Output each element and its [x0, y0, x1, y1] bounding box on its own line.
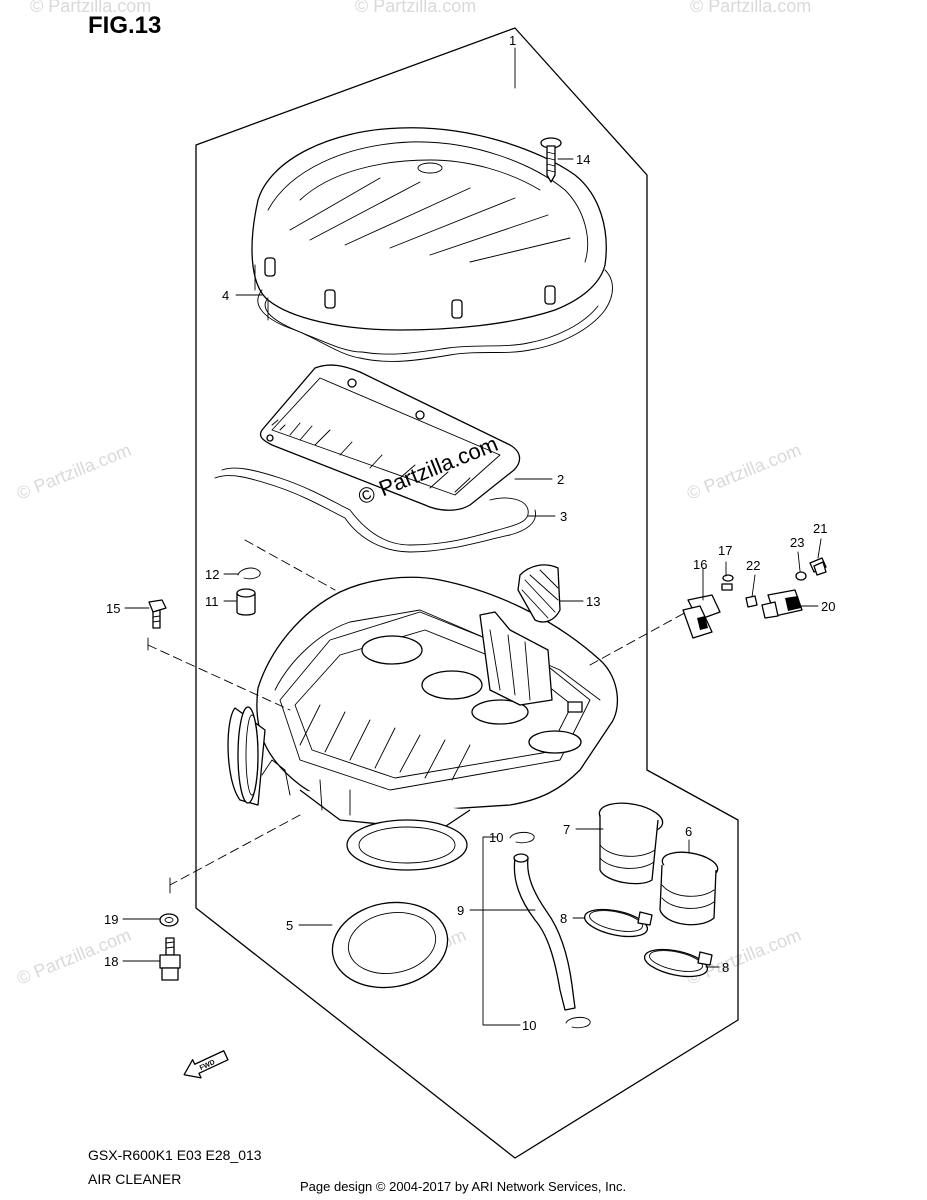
watermark: © Partzilla.com — [690, 0, 811, 16]
callout-11: 11 — [205, 594, 219, 609]
callout-leaders — [122, 158, 822, 968]
sensor-18 — [159, 937, 181, 981]
callout-3: 3 — [560, 509, 567, 524]
air-cleaner-cover — [251, 127, 607, 331]
pad-13 — [517, 564, 561, 623]
assembly-frame — [195, 27, 739, 1159]
callout-6: 6 — [685, 824, 692, 839]
watermark: © Partzilla.com — [14, 440, 134, 504]
air-cleaner-case — [227, 576, 619, 871]
callout-17: 17 — [718, 543, 732, 558]
watermark: © Partzilla.com — [355, 0, 476, 16]
ring-5 — [331, 901, 449, 989]
callout-15: 15 — [106, 601, 120, 616]
sensor-20 — [761, 589, 803, 619]
callout-5: 5 — [286, 918, 293, 933]
reference-lines — [147, 539, 691, 894]
clip-10-top — [509, 831, 535, 844]
callout-10: 10 — [522, 1018, 536, 1033]
screw-17 — [721, 574, 734, 591]
screw-14 — [540, 137, 562, 183]
callout-9: 9 — [457, 903, 464, 918]
filter-gasket — [221, 467, 529, 546]
callout-1: 1 — [509, 33, 516, 48]
figure-label: FIG.13 — [88, 12, 161, 39]
callout-20: 20 — [821, 599, 835, 614]
nut-22 — [745, 595, 758, 608]
clamp-8b — [643, 948, 713, 978]
hose-bracket — [482, 836, 521, 1026]
copyright-notice: Page design © 2004-2017 by ARI Network S… — [300, 1179, 626, 1194]
bolt-15 — [148, 599, 167, 629]
callout-13: 13 — [586, 594, 600, 609]
fwd-arrow-icon: FWD — [183, 1050, 229, 1079]
watermark: © Partzilla.com — [30, 0, 151, 16]
callout-22: 22 — [746, 558, 760, 573]
callout-21: 21 — [813, 521, 827, 536]
clip-10-bottom — [565, 1016, 591, 1029]
callout-2: 2 — [557, 472, 564, 487]
clamp-8a — [583, 908, 653, 938]
funnel-7 — [598, 802, 664, 885]
callout-8: 8 — [560, 911, 567, 926]
model-code: GSX-R600K1 E03 E28_013 — [88, 1147, 262, 1163]
washer-23 — [795, 571, 807, 581]
filter-element — [259, 364, 521, 511]
callout-7: 7 — [563, 822, 570, 837]
funnel-6 — [659, 851, 719, 926]
bolt-21 — [809, 557, 827, 576]
callout-12: 12 — [205, 567, 219, 582]
callout-18: 18 — [104, 954, 118, 969]
callout-4: 4 — [222, 288, 229, 303]
washer-19 — [159, 913, 179, 927]
callout-19: 19 — [104, 912, 118, 927]
cap-11 — [236, 588, 256, 616]
callout-23: 23 — [790, 535, 804, 550]
watermark: © Partzilla.com — [684, 440, 804, 504]
callout-8: 8 — [722, 960, 729, 975]
hose-9 — [513, 853, 576, 1011]
section-title: AIR CLEANER — [88, 1171, 181, 1187]
callout-10: 10 — [489, 830, 503, 845]
callout-14: 14 — [576, 152, 590, 167]
clamp-12 — [237, 567, 261, 580]
callout-16: 16 — [693, 557, 707, 572]
callout-numbers: 1 2 3 4 5 6 7 8 8 9 10 10 11 12 13 14 15… — [104, 33, 835, 1033]
sensor-16 — [682, 594, 721, 639]
